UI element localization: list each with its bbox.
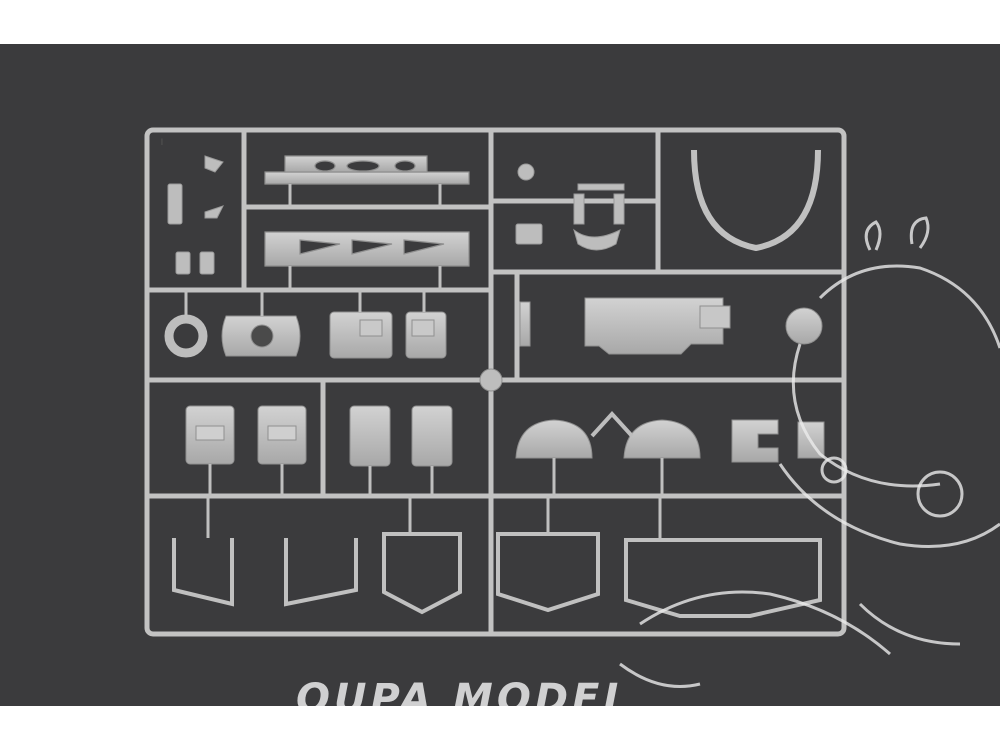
- hub-part: [221, 315, 301, 357]
- engine-block-parts: [329, 311, 447, 359]
- bracket-parts: [185, 405, 453, 467]
- ring-part: [164, 314, 208, 358]
- product-photo: I OUPA MODEL: [0, 44, 1000, 706]
- hoop-part: [691, 149, 821, 252]
- small-parts-top-right: [515, 163, 625, 251]
- fender-parts: [515, 411, 701, 459]
- watermark-text: OUPA MODEL: [296, 676, 633, 706]
- disc-part: [785, 307, 823, 345]
- long-frame-parts: [264, 155, 470, 267]
- sprue-code-label: [186, 126, 242, 134]
- bottom-white-band: [0, 706, 1000, 750]
- bottom-frame-parts: [172, 532, 822, 618]
- chassis-part: [519, 297, 731, 355]
- center-hub: [479, 368, 503, 392]
- sprue-drawing: [144, 127, 1000, 688]
- mascot-watermark: [619, 216, 1000, 688]
- gate-stubs: [184, 184, 664, 540]
- top-white-band: [0, 0, 1000, 44]
- sprue-frame: [144, 127, 847, 637]
- small-parts-top-left: [167, 155, 224, 275]
- sprue-letter-label: I: [160, 138, 164, 148]
